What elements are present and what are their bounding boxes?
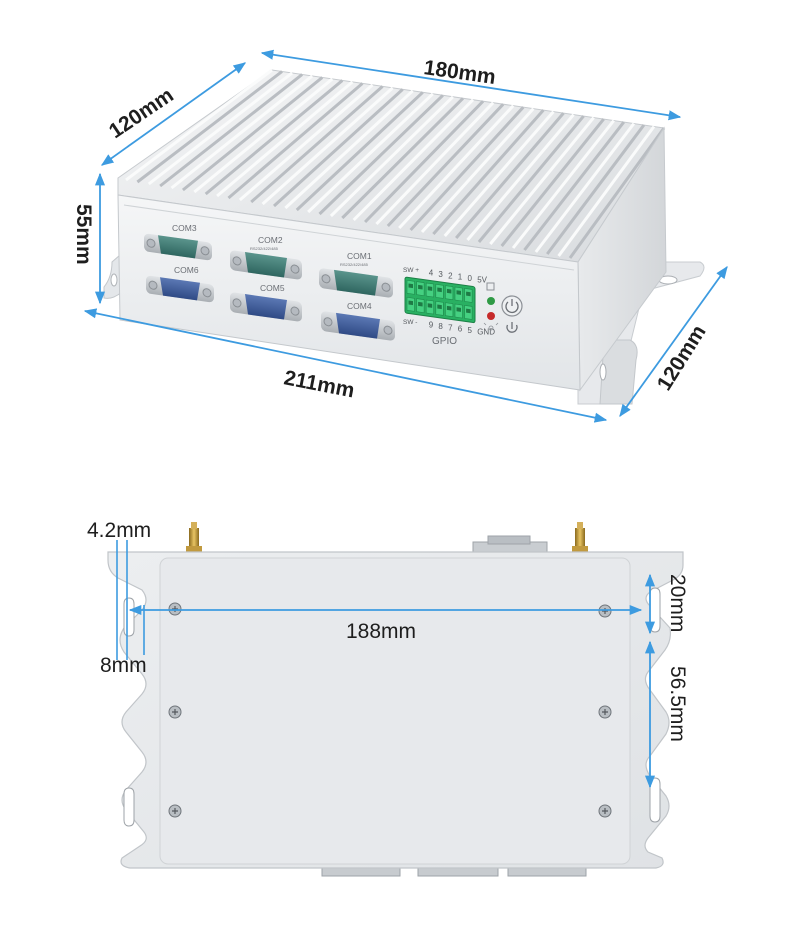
com2-label: COM2	[258, 235, 283, 245]
heatsink-fin	[489, 116, 595, 245]
heatsink-fin	[409, 106, 525, 232]
gpio-terminal-hole	[446, 305, 452, 311]
heatsink-fin	[432, 109, 545, 235]
gpio-terminal-hole	[437, 287, 442, 293]
gpio-pin-label: 6	[458, 325, 463, 334]
gpio-pin-label: SW -	[403, 319, 417, 326]
com1-sublabel: RS232/422/485	[340, 262, 369, 267]
com4-label: COM4	[347, 301, 372, 311]
com5-label: COM5	[260, 283, 285, 293]
com2-connector	[230, 250, 302, 280]
com3-connector	[144, 233, 212, 261]
top-hole-offset-label: 20mm	[666, 574, 689, 632]
depth-left-dimension-line	[100, 62, 247, 166]
gpio-pin-label: 5	[468, 326, 473, 335]
slot-width-label: 4.2mm	[87, 519, 151, 542]
com6-label: COM6	[174, 265, 199, 275]
gpio-pin-label: 1	[458, 273, 463, 282]
width-top-label: 180mm	[422, 56, 497, 89]
heatsink-fin	[523, 121, 625, 251]
heatsink-fin	[511, 119, 615, 249]
gpio-terminal-hole	[466, 291, 471, 297]
heatsink-fin	[364, 100, 485, 224]
gpio-terminal-hole	[446, 288, 452, 294]
gpio-terminal-hole	[427, 303, 433, 308]
depth-right-dimension-line	[619, 265, 728, 418]
com1-connector	[319, 268, 393, 298]
gpio-pin-label: 8	[438, 322, 443, 331]
gpio-terminal-hole	[427, 286, 433, 291]
gpio-pin-label: 5V	[477, 275, 487, 284]
power-led-green-icon	[487, 297, 495, 305]
com1-label: COM1	[347, 251, 372, 261]
heatsink-fin	[477, 115, 585, 243]
gpio-terminal-hole	[456, 290, 461, 295]
heatsink-fin	[443, 110, 555, 237]
heatsink-fin	[534, 122, 636, 253]
hole-pitch-label: 56.5mm	[666, 666, 689, 742]
right-antenna-connector-icon	[572, 522, 588, 554]
indicator-square-icon	[486, 282, 495, 291]
gpio-pin-label: 2	[448, 271, 453, 280]
heatsink-fin	[568, 127, 666, 259]
top-view: COM3 COM2 RS232/422/485 COM1 RS232/422/4…	[72, 49, 728, 423]
status-led-red-icon	[487, 312, 495, 320]
gpio-terminal-hole	[408, 300, 413, 306]
gpio-terminal-hole	[437, 304, 442, 310]
gpio-terminal-hole	[418, 284, 423, 290]
slot-offset-label: 8mm	[100, 654, 147, 677]
overall-width-dimension-line	[83, 308, 608, 423]
height-label: 55mm	[72, 204, 95, 265]
bottom-view: 4.2mm 8mm 188mm 20mm 56.5mm	[87, 519, 689, 877]
gpio-terminal-hole	[408, 283, 413, 289]
com2-sublabel: RS232/422/485	[250, 246, 279, 251]
gpio-pin-label: 3	[438, 270, 443, 279]
heatsink-fin	[398, 104, 515, 230]
com6-connector	[146, 275, 214, 303]
overall-width-label: 211mm	[282, 366, 356, 402]
heatsink-fin	[386, 103, 505, 228]
width-top-dimension-line	[260, 49, 682, 121]
gpio-pin-label: SW +	[403, 267, 419, 274]
gpio-pin-label: 9	[429, 321, 434, 330]
power-button[interactable]	[501, 295, 523, 317]
gpio-terminal-hole	[466, 308, 471, 314]
depth-left-label: 120mm	[105, 84, 178, 144]
heatsink-fin	[420, 107, 535, 234]
gpio-terminal-hole	[456, 307, 461, 312]
heatsink-fin	[500, 118, 605, 247]
gpio-label: GPIO	[432, 336, 457, 347]
heatsink-fin	[455, 112, 565, 239]
heatsink-fin	[546, 124, 646, 255]
gpio-pin-label: 0	[468, 274, 473, 283]
left-antenna-connector-icon	[186, 522, 202, 554]
com3-label: COM3	[172, 223, 197, 233]
left-mounting-bracket	[103, 253, 123, 299]
gpio-pin-label: 7	[448, 323, 453, 332]
heatsink-fin	[466, 113, 575, 241]
gpio-pin-label: 4	[429, 269, 434, 278]
heatsink-fin	[375, 101, 495, 226]
gpio-terminal-hole	[418, 301, 423, 307]
hole-span-label: 188mm	[346, 620, 416, 643]
heatsink-fin	[557, 125, 656, 257]
